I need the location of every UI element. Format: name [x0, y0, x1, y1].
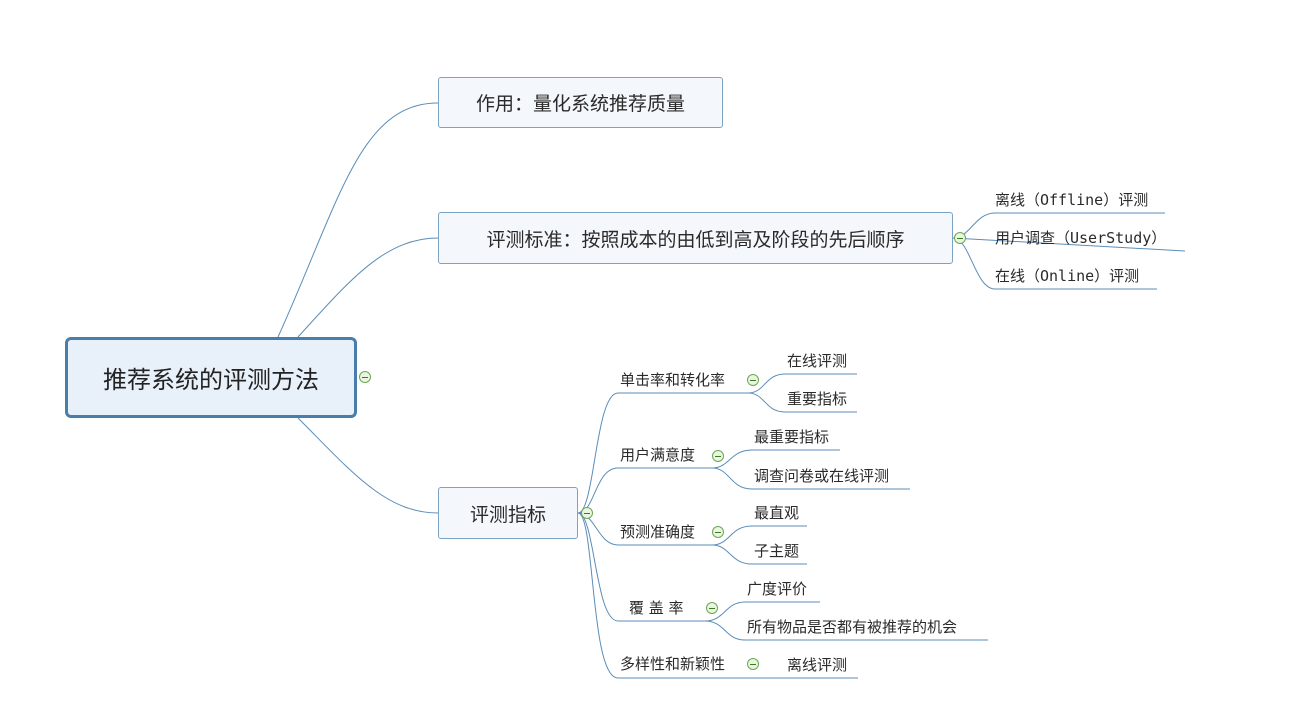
leaf-sat-survey[interactable]: 调查问卷或在线评测: [754, 467, 890, 485]
subtopic-ctr[interactable]: 单击率和转化率: [620, 371, 726, 389]
leaf-div-offline[interactable]: 离线评测: [787, 656, 848, 674]
connector-ctr-important: [747, 392, 857, 413]
subtopic-user-study[interactable]: 用户调查（UserStudy）: [995, 229, 1167, 247]
collapse-satisfaction-icon[interactable]: [712, 450, 724, 462]
collapse-coverage-icon[interactable]: [706, 602, 718, 614]
connector-acc-intuitive: [711, 525, 807, 546]
leaf-ctr-important[interactable]: 重要指标: [787, 390, 848, 408]
connector-sat-survey: [711, 467, 910, 490]
subtopic-diversity[interactable]: 多样性和新颖性: [620, 655, 726, 673]
connector-standard-userstudy: [952, 237, 1186, 252]
topic-purpose-label: 作用：量化系统推荐质量: [475, 93, 685, 115]
connector-ctr-online: [747, 373, 857, 394]
topic-standard[interactable]: 评测标准：按照成本的由低到高及阶段的先后顺序: [438, 212, 953, 264]
leaf-sat-most-important[interactable]: 最重要指标: [754, 428, 830, 446]
connector-metrics-satisfaction: [577, 467, 712, 514]
connector-sat-most: [711, 449, 840, 469]
topic-metrics[interactable]: 评测指标: [438, 487, 578, 539]
subtopic-offline-eval[interactable]: 离线（Offline）评测: [995, 191, 1149, 209]
subtopic-online-eval[interactable]: 在线（Online）评测: [995, 267, 1140, 285]
leaf-acc-subtopic[interactable]: 子主题: [754, 542, 800, 560]
collapse-ctr-icon[interactable]: [747, 374, 759, 386]
subtopic-accuracy[interactable]: 预测准确度: [620, 523, 696, 541]
root-topic[interactable]: 推荐系统的评测方法: [65, 337, 357, 418]
subtopic-coverage[interactable]: 覆 盖 率: [629, 599, 684, 617]
connector-root-metrics: [297, 417, 439, 514]
collapse-diversity-icon[interactable]: [747, 658, 759, 670]
connector-cov-breadth: [704, 601, 820, 622]
connector-root-purpose: [277, 102, 439, 338]
collapse-accuracy-icon[interactable]: [712, 526, 724, 538]
collapse-metrics-icon[interactable]: [581, 507, 593, 519]
connector-metrics-diversity: [577, 512, 748, 679]
collapse-standard-icon[interactable]: [954, 232, 966, 244]
leaf-acc-intuitive[interactable]: 最直观: [754, 504, 800, 522]
topic-metrics-label: 评测指标: [469, 503, 546, 526]
root-topic-label: 推荐系统的评测方法: [103, 366, 319, 394]
subtopic-satisfaction[interactable]: 用户满意度: [620, 446, 696, 464]
leaf-cov-breadth[interactable]: 广度评价: [747, 580, 808, 598]
connector-cov-all: [704, 620, 988, 641]
leaf-ctr-online[interactable]: 在线评测: [787, 352, 848, 370]
topic-purpose[interactable]: 作用：量化系统推荐质量: [438, 77, 723, 128]
leaf-cov-all-items[interactable]: 所有物品是否都有被推荐的机会: [747, 618, 958, 636]
collapse-root-icon[interactable]: [359, 371, 371, 383]
connector-root-standard: [297, 237, 439, 338]
connector-acc-subtopic: [711, 544, 807, 565]
topic-standard-label: 评测标准：按照成本的由低到高及阶段的先后顺序: [486, 228, 905, 251]
